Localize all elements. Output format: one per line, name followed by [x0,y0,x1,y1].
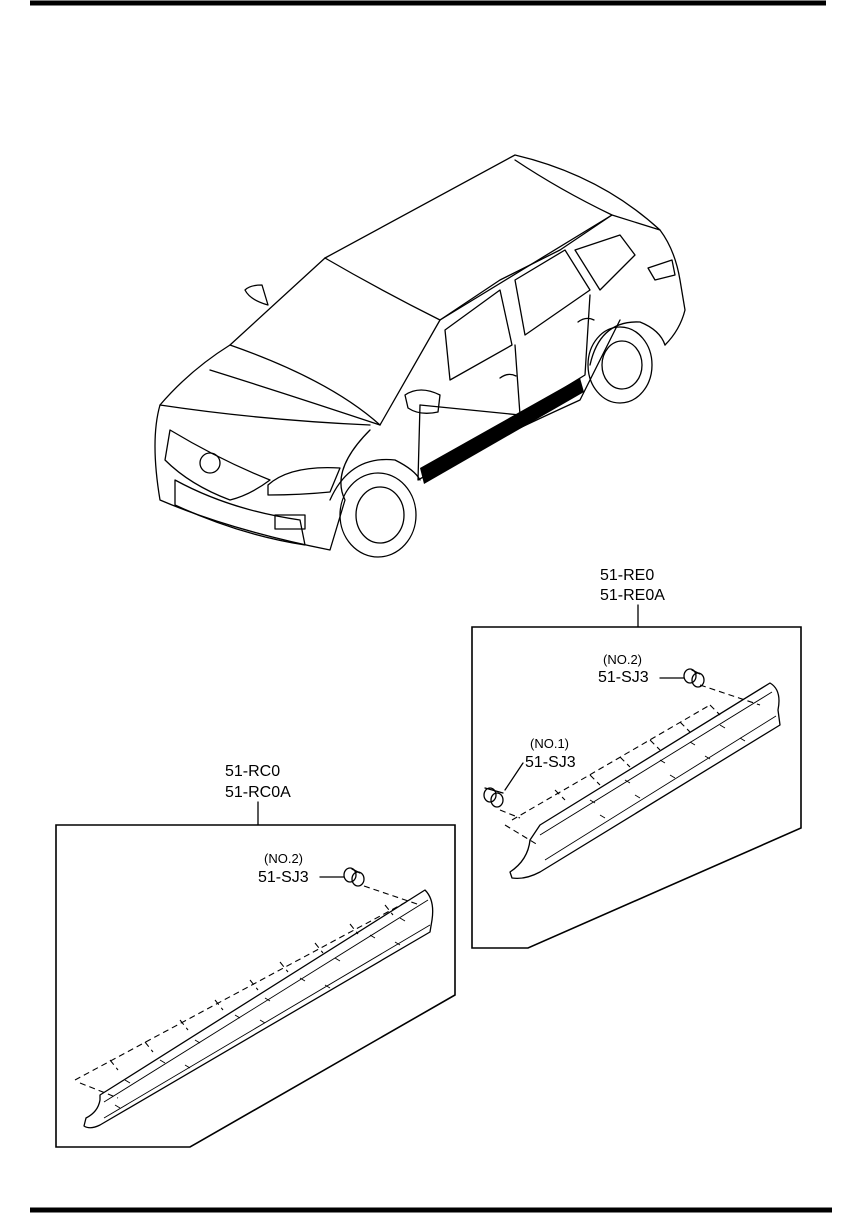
rear-door-moulding [83,889,434,1129]
front-clip-no1-part: 51-SJ3 [525,754,576,771]
rear-parts-box [55,824,456,1148]
front-clip-no2-part: 51-SJ3 [598,669,649,686]
rear-clip-no2-icon [343,867,365,887]
front-part-number-alt: 51-RE0A [600,587,665,604]
clip-no1-icon [483,787,504,808]
front-clip-no1-tag: (NO.1) [530,736,569,751]
clip-no2-icon [683,668,705,688]
front-part-number: 51-RE0 [600,567,654,584]
front-parts-box [471,626,802,949]
front-clip-no2-tag: (NO.2) [603,652,642,667]
rear-part-number: 51-RC0 [225,763,280,780]
rear-clip-no2-part: 51-SJ3 [258,869,309,886]
vehicle-illustration [154,154,686,558]
rear-moulding-group: 51-RC0 51-RC0A (NO.2) 51-SJ3 [55,763,456,1148]
side-sill-highlight [420,378,584,484]
front-moulding-group: 51-RE0 51-RE0A (NO.2) 51-SJ3 (NO.1) 51-S… [471,567,802,949]
front-door-moulding [509,682,781,880]
rear-part-number-alt: 51-RC0A [225,784,291,801]
rear-clip-no2-tag: (NO.2) [264,851,303,866]
